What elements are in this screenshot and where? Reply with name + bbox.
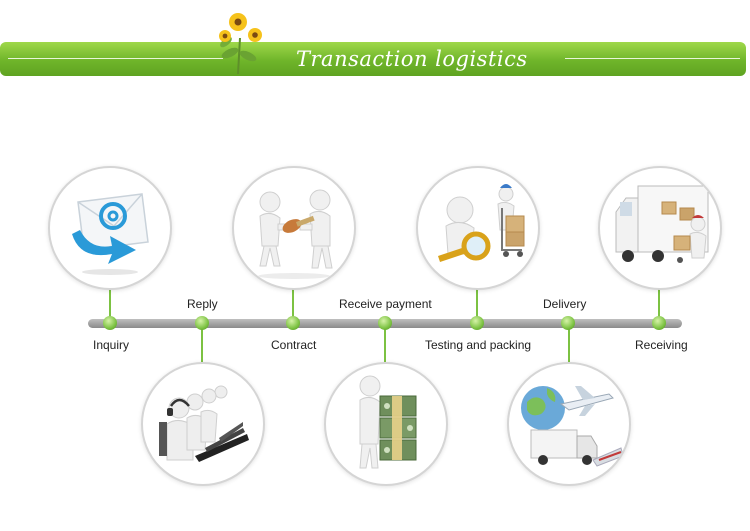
money-icon (359, 375, 417, 469)
timeline-node-receive-payment (378, 316, 392, 330)
page-title: Transaction logistics (296, 47, 528, 71)
step-circle-reply (141, 362, 265, 486)
step-circle-testing-packing (416, 166, 540, 290)
step-label-receive-payment: Receive payment (339, 297, 432, 311)
stem-contract (292, 288, 294, 321)
timeline-node-testing-packing (470, 316, 484, 330)
timeline-node-delivery (561, 316, 575, 330)
stem-receiving (658, 288, 660, 321)
email-icon (72, 193, 149, 275)
step-label-delivery: Delivery (543, 297, 587, 311)
step-label-reply: Reply (187, 297, 218, 311)
step-circle-delivery (507, 362, 631, 486)
step-circle-inquiry (48, 166, 172, 290)
stem-delivery (568, 326, 570, 362)
step-circle-receiving (598, 166, 722, 290)
magnifier-icon (438, 184, 525, 262)
flower-icon (219, 13, 262, 74)
step-label-receiving: Receiving (635, 338, 688, 352)
step-label-contract: Contract (271, 338, 317, 352)
stem-reply (201, 326, 203, 362)
delivery-truck-icon (615, 185, 709, 263)
stem-testing-packing (476, 288, 478, 321)
handshake-icon (258, 189, 333, 279)
timeline-node-receiving (652, 316, 666, 330)
plane-truck-icon (521, 386, 624, 467)
step-label-testing-packing: Testing and packing (425, 338, 532, 352)
step-circle-receive-payment (324, 362, 448, 486)
stem-inquiry (109, 288, 111, 321)
title-banner (0, 42, 746, 76)
banner-rule-left (8, 58, 223, 59)
step-circle-contract (232, 166, 356, 290)
timeline-node-reply (195, 316, 209, 330)
timeline-node-contract (286, 316, 300, 330)
timeline-node-inquiry (103, 316, 117, 330)
call-center-icon (159, 385, 249, 462)
banner-rule-right (565, 58, 740, 59)
step-label-inquiry: Inquiry (93, 338, 130, 352)
stem-receive-payment (384, 326, 386, 362)
